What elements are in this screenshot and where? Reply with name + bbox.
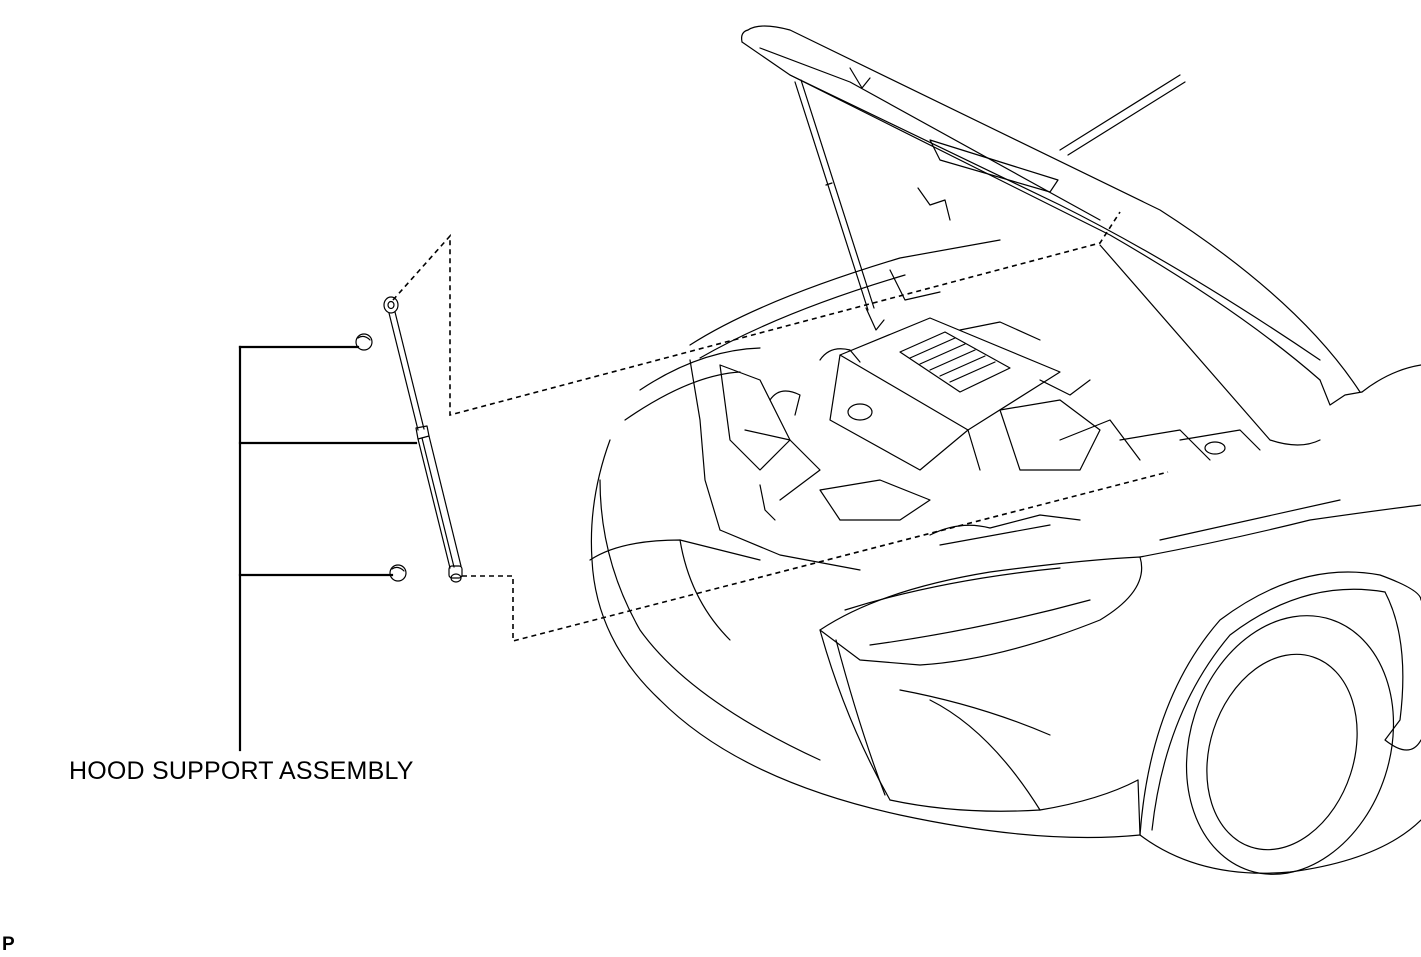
vehicle-illustration	[589, 25, 1421, 875]
corner-mark: P	[2, 934, 15, 955]
hood-support-strut	[383, 296, 463, 583]
callout-leader	[238, 345, 418, 752]
install-reference-lines	[392, 211, 1169, 643]
hood-support-assembly-label: HOOD SUPPORT ASSEMBLY	[69, 757, 414, 785]
clip-lower	[389, 564, 407, 582]
clip-upper	[355, 333, 373, 351]
